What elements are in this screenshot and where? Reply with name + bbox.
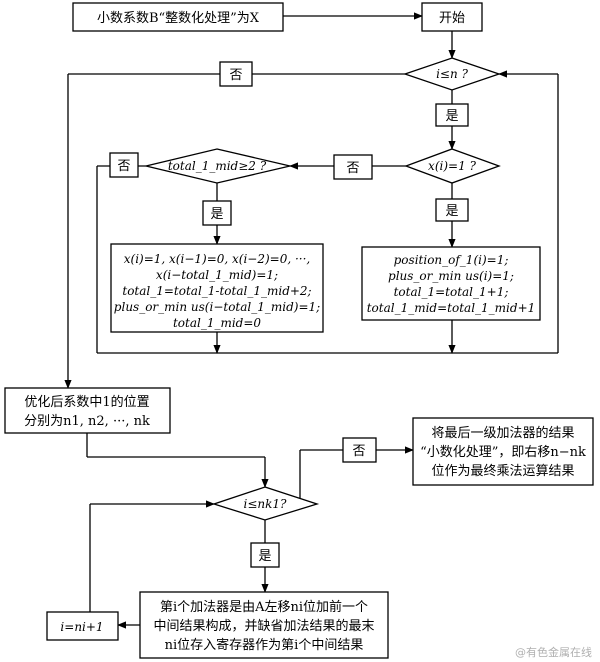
mid-yes-label: 是: [210, 207, 223, 222]
bit-decision: [404, 148, 501, 184]
adder-line: ni位存入寄存器作为第i个中间结果: [165, 637, 364, 653]
bit-decision-label: x(i)=1 ?: [428, 159, 476, 173]
right-process-box: [361, 246, 541, 321]
left-process-line: x(i−total_1_mid)=1;: [156, 268, 278, 282]
final-result-line: 将最后一级加法器的结果: [431, 425, 574, 441]
mid-no-box: [109, 152, 139, 178]
loop-decision-label: i≤n ?: [436, 67, 468, 81]
bit-no-box: [333, 154, 373, 180]
right-process-line: total_1=total_1+1;: [394, 285, 509, 299]
left-process-box: [110, 243, 324, 333]
loop-yes-label: 是: [445, 109, 458, 124]
header-box: [72, 2, 284, 32]
adder-box: [139, 591, 389, 659]
start-label: 开始: [439, 11, 465, 26]
k-yes-label: 是: [258, 549, 271, 564]
mid-decision: [145, 148, 291, 184]
mid-decision-label: total_1_mid≥2 ?: [168, 159, 267, 173]
positions-line: 优化后系数中1的位置: [24, 394, 149, 410]
mid-no-label: 否: [117, 159, 130, 174]
bit-yes-label: 是: [445, 204, 458, 219]
k-decision-label: i≤nk1?: [244, 497, 288, 511]
positions-line: 分别为n1, n2, ···, nk: [24, 414, 150, 429]
bit-no-label: 否: [346, 161, 359, 176]
right-process-line: position_of_1(i)=1;: [394, 253, 509, 267]
left-process-line: plus_or_min us(i−total_1_mid)=1;: [114, 300, 320, 314]
loop-no-label: 否: [229, 68, 242, 83]
k-decision: [211, 486, 320, 521]
increment-label: i=ni+1: [60, 620, 103, 634]
k-yes-box: [250, 542, 280, 568]
final-result-line: 位作为最终乘法运算结果: [431, 463, 574, 479]
left-process-line: total_1=total_1-total_1_mid+2;: [122, 284, 311, 298]
adder-line: 中间结果构成，并缺省加法结果的最末: [153, 618, 374, 634]
left-process-line: x(i)=1, x(i−1)=0, x(i−2)=0, ···,: [124, 252, 311, 266]
mid-yes-box: [202, 200, 232, 226]
watermark: @有色金属在线: [515, 645, 592, 659]
k-no-box: [342, 437, 377, 463]
loop-decision: [402, 57, 502, 91]
bit-yes-box: [435, 198, 469, 222]
left-process-line: total_1_mid=0: [173, 316, 261, 330]
loop-no-box: [219, 61, 253, 87]
final-result-box: [412, 417, 594, 486]
adder-line: 第i个加法器是由A左移ni位加前一个: [160, 599, 368, 615]
start-box: [421, 2, 483, 32]
loop-yes-box: [435, 103, 469, 127]
header-label: 小数系数B“整数化处理”为X: [97, 11, 260, 26]
positions-box: [4, 387, 171, 434]
right-process-line: plus_or_min us(i)=1;: [388, 269, 514, 283]
final-result-line: “小数化处理”，即右移n−nk: [420, 445, 586, 460]
connectors: [64, 12, 559, 629]
increment-box: [46, 611, 119, 641]
right-process-line: total_1_mid=total_1_mid+1: [367, 301, 536, 315]
k-no-label: 否: [352, 444, 365, 459]
